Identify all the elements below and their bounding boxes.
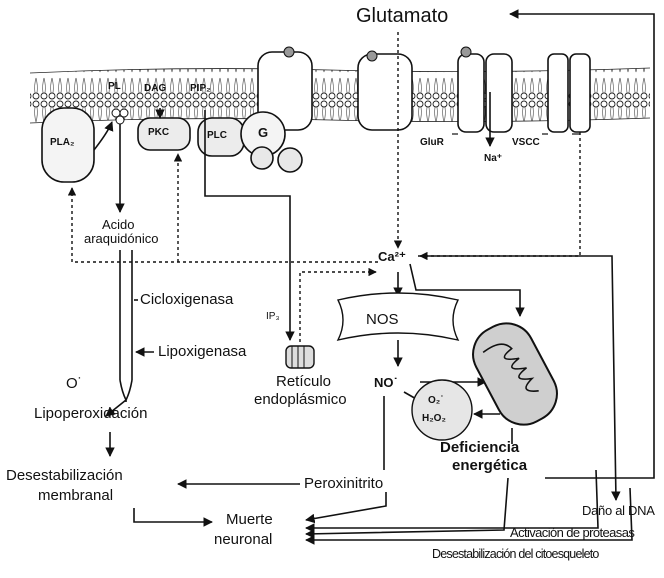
nos-label: NOS (366, 312, 399, 327)
ros-circle (412, 380, 472, 440)
enzymes (42, 108, 302, 182)
acido-label-2: araquidónico (84, 232, 158, 245)
pkc-label: PKC (148, 128, 169, 138)
desestabilizacion-label-2: membranal (38, 488, 113, 503)
deficiencia-label-1: Deficiencia (440, 440, 519, 455)
muerte-label-2: neuronal (214, 532, 272, 547)
mitochondrion (463, 314, 567, 435)
reticulo-label-2: endoplásmico (254, 392, 347, 407)
glur-label: GluR (420, 138, 444, 148)
no-label: NO˙ (374, 376, 398, 389)
oxygen-radical-label: O˙ (66, 376, 83, 391)
acido-label-1: Acido (102, 218, 135, 231)
desestabilizacion-label-1: Desestabilización (6, 468, 123, 483)
pip2-label: PIP₂ (190, 84, 211, 94)
muerte-label-1: Muerte (226, 512, 273, 527)
superoxide-label: O₂˙ (428, 396, 444, 406)
pla2-label: PLA₂ (50, 138, 74, 148)
plc-label: PLC (207, 131, 227, 141)
reticulum-shape (286, 346, 314, 368)
reticulo-label-1: Retículo (276, 374, 331, 389)
lipoxigenasa-label: Lipoxigenasa (158, 344, 246, 359)
peroxinitrito-label: Peroxinitrito (304, 476, 383, 491)
pl-head (112, 109, 128, 124)
citoesqueleto-label: Desestabilización del citoesqueleto (432, 548, 599, 561)
calcium-label: Ca²⁺ (378, 250, 406, 263)
lipoperoxidacion-label: Lipoperoxidación (34, 406, 147, 421)
cicloxigenasa-label: Cicloxigenasa (140, 292, 233, 307)
pl-label: PL (108, 82, 121, 92)
h2o2-label: H₂O₂ (422, 414, 446, 424)
vscc-label: VSCC (512, 138, 540, 148)
ip3-label: IP₃ (266, 312, 280, 322)
na-label: Na⁺ (484, 154, 502, 164)
proteasas-label: Activación de proteasas (510, 526, 634, 539)
dano-dna-label: Daño al DNA (582, 504, 655, 517)
g-protein-label: G (258, 126, 268, 139)
glutamate-label: Glutamato (356, 6, 448, 26)
deficiencia-label-2: energética (452, 458, 527, 473)
dag-label: DAG (144, 84, 166, 94)
